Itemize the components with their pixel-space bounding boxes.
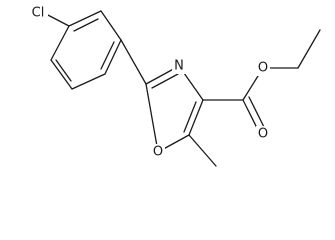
bond-c-cl [43,12,70,27]
bond-ring-double-2 [100,41,115,70]
ester-oxygen-label: O [258,61,268,76]
bond-ring-6 [50,25,70,61]
bond-aryl-oxazole [120,39,147,85]
bond-ring-1 [68,10,102,27]
carbonyl-oxygen-label: O [258,127,268,142]
ring-oxygen-label: O [153,145,163,160]
oxazole-ring [145,65,204,153]
bond-ring-3 [104,39,122,75]
bond-c2-n3-inner [151,73,179,89]
bond-ring-4 [71,73,106,90]
atom-label-ester-oxygen: O [256,60,270,76]
bond-ring-double-3 [55,59,72,82]
ring-nitrogen-label: N [174,59,184,74]
bond-carbonyl-o-1 [242,99,259,131]
bond-ring-2 [100,10,122,41]
bond-carbonyl-o-2 [248,96,265,128]
bond-c4-c5-inner [183,101,197,133]
bond-o1-c2 [145,83,159,153]
bond-ring-double-1 [73,18,99,32]
atom-label-carbonyl-oxygen: O [256,126,270,142]
atom-label-chlorine: Cl [28,6,48,22]
bond-methyl [188,134,217,167]
bond-c4-c5 [188,99,204,136]
bond-ethyl [297,29,321,69]
atom-label-ring-nitrogen: N [172,58,186,74]
chlorophenyl-ring [50,10,122,90]
structure-diagram: Cl N O O O [28,5,321,167]
chlorine-label: Cl [32,6,45,21]
bond-ring-5 [50,59,73,90]
atom-label-ring-oxygen: O [151,144,165,160]
